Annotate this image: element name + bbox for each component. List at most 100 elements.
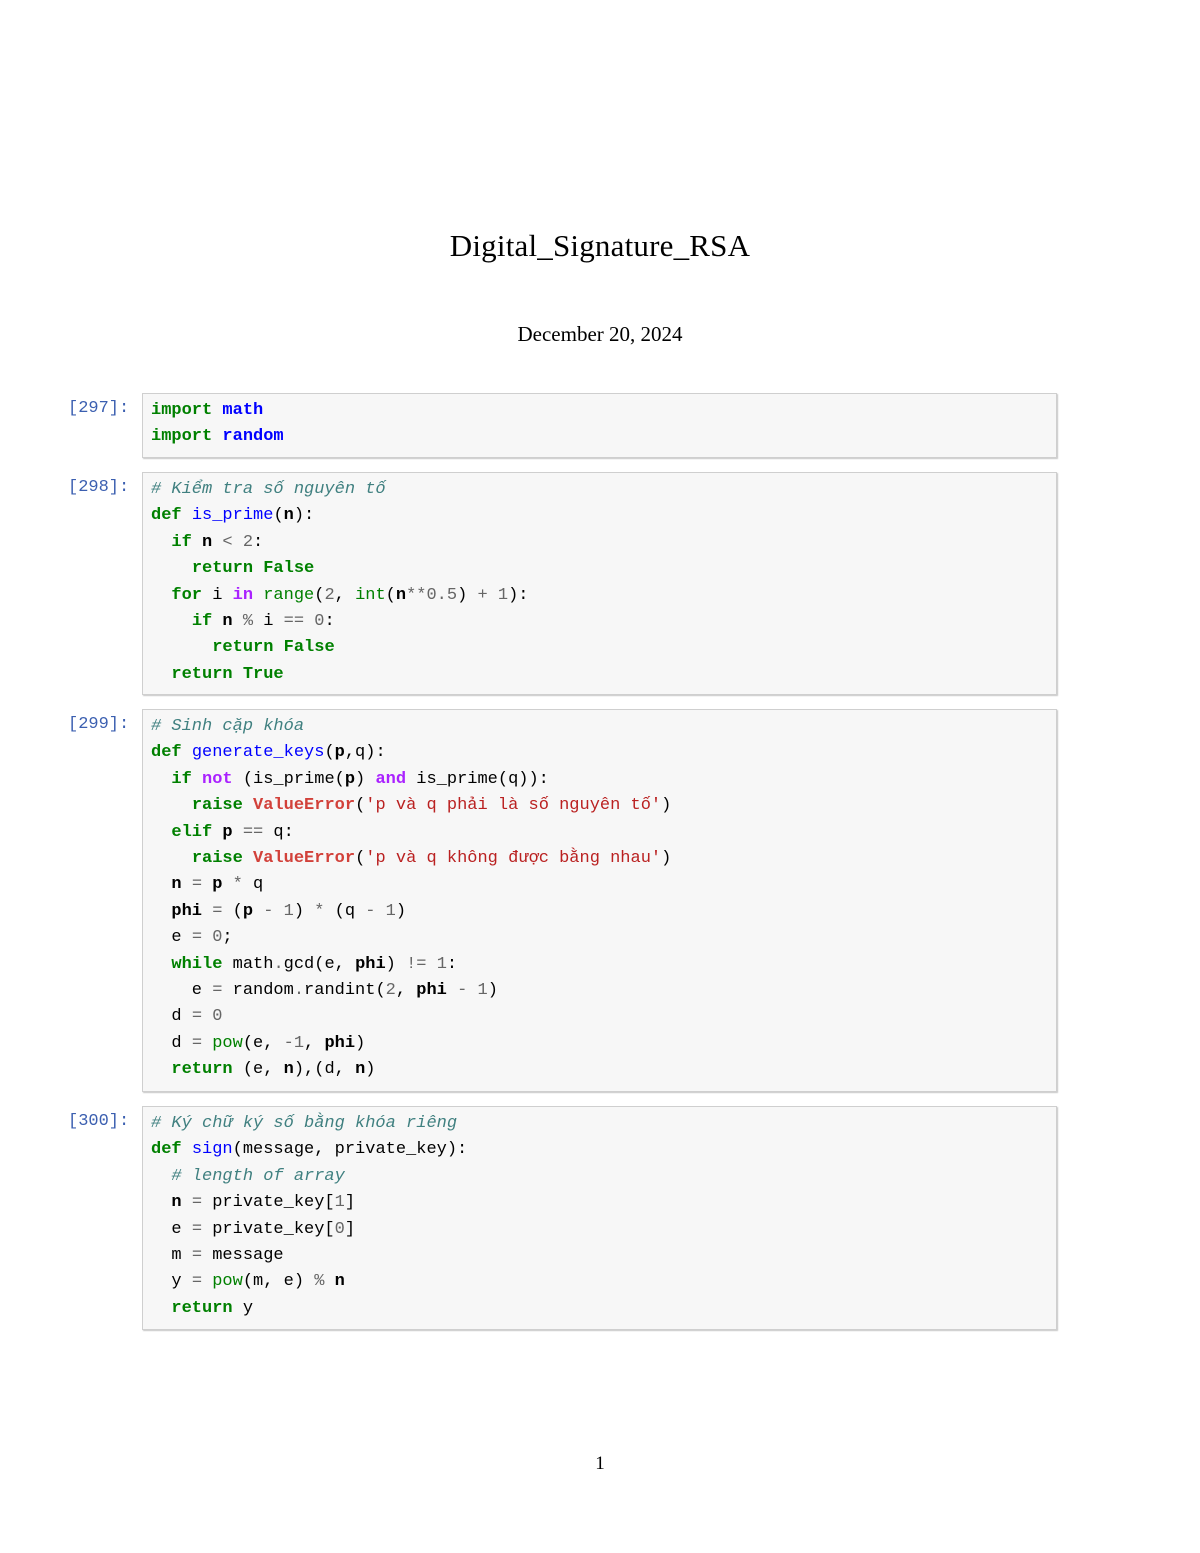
code-token: n: [395, 585, 407, 605]
code-token: i: [202, 585, 233, 605]
code-token: return: [171, 1298, 233, 1318]
code-token: p: [222, 822, 233, 842]
code-token: random: [222, 981, 294, 1001]
code-token: [273, 638, 283, 657]
code-token: ): [395, 901, 407, 921]
code-token: q):: [355, 743, 386, 763]
code-token: import: [151, 401, 213, 420]
code-token: m: [151, 1246, 192, 1266]
code-line: import random: [151, 427, 284, 446]
code-line: d = pow(e, -1, phi): [151, 1034, 365, 1053]
code-token: [212, 823, 222, 842]
code-token: =: [212, 981, 223, 1001]
code-token: i: [253, 612, 284, 632]
code-token: ,: [334, 585, 356, 605]
code-token: [151, 1060, 171, 1079]
code-token: -: [263, 901, 274, 921]
code-token: (e,: [242, 1033, 284, 1053]
code-token: -: [365, 901, 376, 921]
code-token: 1: [436, 954, 447, 974]
code-token: [212, 401, 222, 420]
code-token: =: [191, 875, 203, 895]
code-token: randint(: [304, 981, 386, 1001]
code-token: ]: [344, 1193, 356, 1213]
code-token: [192, 770, 202, 789]
code-block: # Ký chữ ký số bằng khóa riêng def sign(…: [143, 1107, 1056, 1328]
code-input-box[interactable]: # Sinh cặp khóa def generate_keys(p,q): …: [142, 709, 1057, 1092]
code-token: +: [477, 585, 488, 605]
code-block: import math import random: [143, 394, 1056, 457]
code-token: sign: [191, 1140, 233, 1160]
code-token: 2: [242, 532, 254, 552]
code-token: return: [171, 664, 233, 684]
code-token: d: [151, 1007, 192, 1027]
code-token: for: [171, 585, 203, 605]
code-line: # Sinh cặp khóa: [151, 717, 304, 736]
code-token: 1: [334, 1193, 345, 1213]
code-token: n: [283, 506, 294, 526]
code-input-box[interactable]: # Kiểm tra số nguyên tố def is_prime(n):…: [142, 472, 1057, 695]
code-token: ,: [304, 1033, 325, 1053]
code-token: raise: [191, 849, 243, 869]
code-token: *: [232, 875, 243, 895]
code-line: elif p == q:: [151, 822, 293, 842]
code-token: (: [222, 901, 243, 921]
code-token: [151, 849, 192, 868]
code-token: [233, 665, 243, 684]
code-line: e = random.randint(2, phi - 1): [151, 981, 498, 1000]
code-token: import: [151, 427, 213, 447]
code-token: (message, private_key):: [232, 1140, 468, 1160]
code-token: return: [191, 559, 254, 579]
code-token: 1: [293, 1033, 305, 1053]
code-token: [151, 638, 212, 657]
code-token: n: [171, 875, 182, 895]
code-input-box[interactable]: import math import random: [142, 393, 1057, 458]
code-token: [243, 796, 253, 815]
code-block: # Kiểm tra số nguyên tố def is_prime(n):…: [143, 473, 1056, 694]
code-token: ,: [395, 981, 417, 1001]
code-token: ): [661, 796, 672, 816]
code-token: ): [293, 901, 315, 921]
code-token: [151, 955, 171, 974]
code-token: *: [314, 901, 325, 921]
code-token: [212, 427, 222, 446]
code-token: ): [661, 849, 672, 869]
code-input-box[interactable]: # Ký chữ ký số bằng khóa riêng def sign(…: [142, 1106, 1057, 1330]
code-token: message: [202, 1246, 284, 1266]
code-token: [151, 770, 171, 789]
code-token: <: [222, 532, 233, 552]
code-line: for i in range(2, int(n**0.5) + 1):: [151, 585, 529, 605]
code-token: ):: [508, 585, 529, 605]
code-token: [202, 902, 212, 921]
code-token: p: [334, 743, 345, 763]
code-token: [253, 586, 263, 605]
code-token: True: [242, 664, 284, 684]
cell-prompt: [298]:: [68, 478, 130, 497]
code-token: [151, 796, 192, 815]
code-token: def: [151, 506, 182, 526]
code-line: e = private_key[0]: [151, 1220, 355, 1239]
code-token: [151, 533, 171, 552]
code-token: math: [222, 401, 264, 420]
code-line: return False: [151, 559, 314, 578]
code-token: return: [212, 638, 274, 658]
code-token: [324, 1272, 334, 1291]
code-token: False: [283, 638, 335, 658]
code-token: phi: [355, 954, 386, 974]
code-token: 0: [334, 1219, 345, 1239]
cell-prompt: [297]:: [68, 399, 130, 418]
code-token: private_key[: [202, 1219, 335, 1239]
code-token: q: [242, 875, 264, 895]
code-token: [151, 586, 171, 605]
code-token: [202, 1034, 212, 1053]
code-token: raise: [191, 796, 243, 816]
cell-prompt: [299]:: [68, 715, 130, 734]
code-line: d = 0: [151, 1007, 222, 1026]
code-token: !=: [406, 954, 427, 974]
code-line: while math.gcd(e, phi) != 1:: [151, 955, 457, 974]
code-token: n: [202, 532, 213, 552]
code-token: n: [283, 1060, 294, 1080]
code-line: def generate_keys(p,q):: [151, 743, 386, 762]
code-token: [182, 743, 192, 762]
code-line: y = pow(m, e) % n: [151, 1272, 344, 1291]
